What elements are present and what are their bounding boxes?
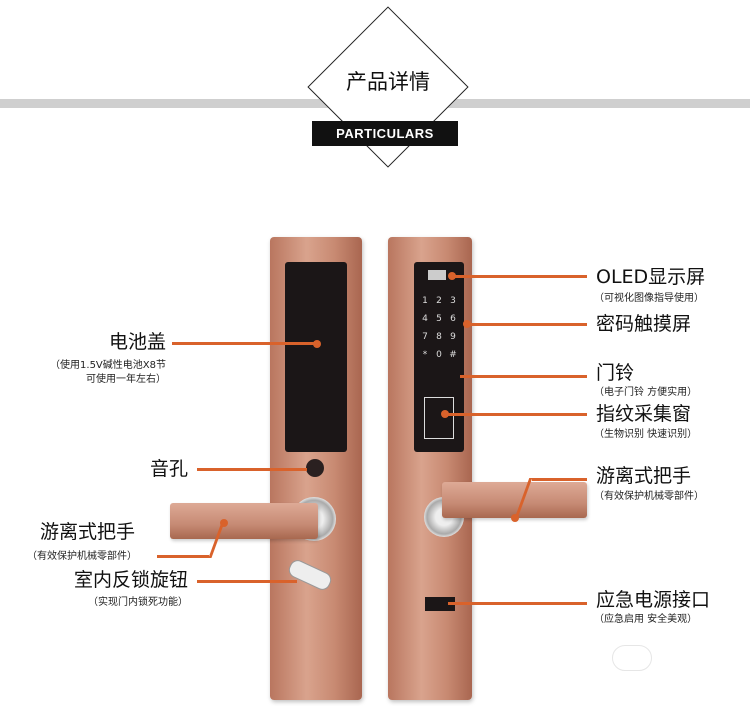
label-sub: （生物识别 快速识别） xyxy=(594,429,698,440)
label-sub: （使用1.5V碱性电池X8节 xyxy=(50,360,166,371)
speaker-hole xyxy=(306,459,324,477)
key[interactable]: 9 xyxy=(450,332,456,342)
callout-line xyxy=(197,580,297,583)
oled-screen xyxy=(428,270,446,280)
key[interactable]: 2 xyxy=(436,296,442,306)
label-sub: （可视化图像指导使用） xyxy=(594,293,704,304)
label-touch-keypad: 密码触摸屏 xyxy=(596,313,692,335)
label-sub: （有效保护机械零部件） xyxy=(27,551,137,562)
label-sub: （电子门铃 方便实用） xyxy=(594,387,698,398)
watermark-cloud-icon xyxy=(612,645,652,671)
emergency-power-port xyxy=(425,597,455,611)
callout-dot xyxy=(463,320,471,328)
callout-line xyxy=(444,413,587,416)
keypad-panel xyxy=(414,262,464,452)
label-fingerprint: 指纹采集窗 xyxy=(596,403,692,425)
callout-line xyxy=(460,375,587,378)
key[interactable]: 1 xyxy=(422,296,428,306)
particulars-badge: PARTICULARS xyxy=(312,121,458,146)
label-oled: OLED显示屏 xyxy=(596,266,706,288)
label-thumb-turn: 室内反锁旋钮 xyxy=(73,569,188,591)
callout-line xyxy=(465,323,587,326)
label-speaker-hole: 音孔 xyxy=(149,458,188,480)
key[interactable]: 8 xyxy=(436,332,442,342)
fingerprint-window[interactable] xyxy=(424,397,454,439)
callout-dot xyxy=(220,519,228,527)
label-free-handle: 游离式把手 xyxy=(40,521,136,543)
label-free-handle-outer: 游离式把手 xyxy=(596,465,692,487)
callout-dot xyxy=(313,340,321,348)
key[interactable]: 5 xyxy=(436,314,442,324)
key[interactable]: 3 xyxy=(450,296,456,306)
label-doorbell: 门铃 xyxy=(596,362,635,384)
label-sub: （实现门内锁死功能） xyxy=(88,597,188,608)
callout-line xyxy=(450,275,587,278)
callout-dot xyxy=(448,272,456,280)
callout-dot xyxy=(441,410,449,418)
label-sub: （有效保护机械零部件） xyxy=(594,491,704,502)
label-sub: 可使用一年左右） xyxy=(86,374,166,385)
key[interactable]: 7 xyxy=(422,332,428,342)
key[interactable]: 4 xyxy=(422,314,428,324)
callout-dot xyxy=(511,514,519,522)
callout-line xyxy=(157,555,209,558)
callout-line xyxy=(197,468,307,471)
key[interactable]: # xyxy=(449,350,457,360)
label-sub: （应急启用 安全美观） xyxy=(594,614,698,625)
battery-cover xyxy=(285,262,347,452)
page-title: 产品详情 xyxy=(346,70,430,94)
key[interactable]: 0 xyxy=(436,350,442,360)
key[interactable]: * xyxy=(422,350,428,360)
label-emergency-port: 应急电源接口 xyxy=(596,589,711,611)
callout-line xyxy=(172,342,317,345)
inner-handle xyxy=(170,503,318,539)
callout-line xyxy=(532,478,587,481)
key[interactable]: 6 xyxy=(450,314,456,324)
label-battery-cover: 电池盖 xyxy=(108,331,166,353)
callout-line xyxy=(448,602,587,605)
outer-handle xyxy=(442,482,587,518)
